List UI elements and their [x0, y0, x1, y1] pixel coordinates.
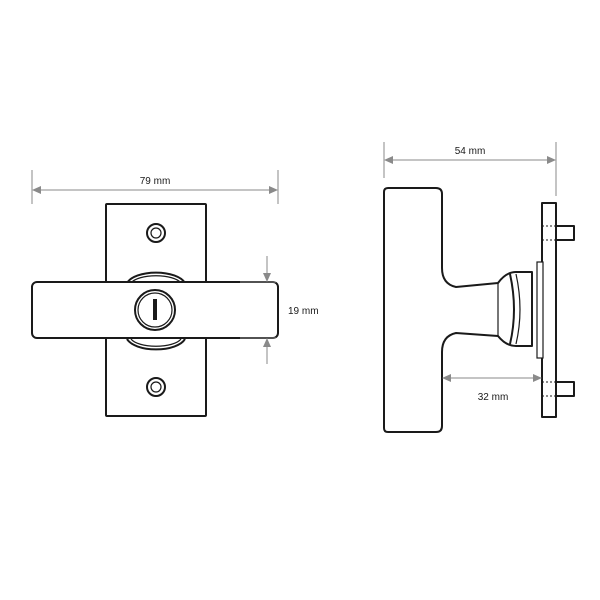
side-view: [383, 187, 575, 433]
keyhole-slot: [153, 299, 157, 320]
bottom-fixing-screw: [542, 381, 575, 397]
stem-length-label: 32 mm: [478, 392, 509, 403]
front-view: [31, 203, 279, 417]
top-fixing-screw: [542, 225, 575, 241]
side-collar: [497, 273, 521, 345]
stem-length-dimension: 32 mm: [442, 374, 542, 403]
key-cylinder: [134, 289, 176, 331]
side-handle-profile: [383, 187, 533, 433]
side-backplate: [541, 202, 557, 418]
bottom-screw-hole: [146, 377, 166, 397]
front-width-label: 79 mm: [140, 176, 171, 187]
top-screw-hole: [146, 223, 166, 243]
handle-height-dimension: 19 mm: [240, 256, 319, 364]
side-depth-label: 54 mm: [455, 146, 486, 157]
side-depth-dimension: 54 mm: [383, 142, 557, 196]
handle-height-label: 19 mm: [288, 306, 319, 317]
front-width-dimension: 79 mm: [31, 170, 279, 204]
